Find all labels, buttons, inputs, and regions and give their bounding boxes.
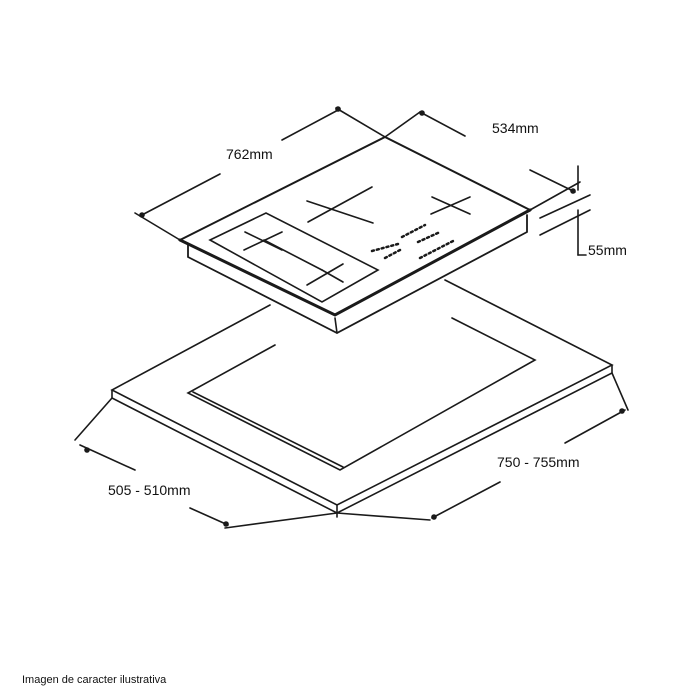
cutout-width-label: 750 - 755mm	[497, 454, 580, 470]
dim-750-755	[336, 372, 629, 521]
cutout-opening	[186, 317, 537, 471]
dim-55	[539, 165, 591, 256]
cooktop	[177, 135, 533, 335]
caption: Imagen de caracter ilustrativa	[22, 674, 167, 686]
dim-505-510	[74, 397, 338, 529]
width-label: 762mm	[226, 146, 273, 162]
cutout-depth-label: 505 - 510mm	[108, 482, 191, 498]
height-label: 55mm	[588, 242, 627, 258]
flex-zone	[208, 212, 380, 303]
control-panel	[370, 223, 457, 260]
dim-762	[134, 106, 386, 241]
dim-534	[384, 110, 581, 211]
depth-label: 534mm	[492, 120, 539, 136]
